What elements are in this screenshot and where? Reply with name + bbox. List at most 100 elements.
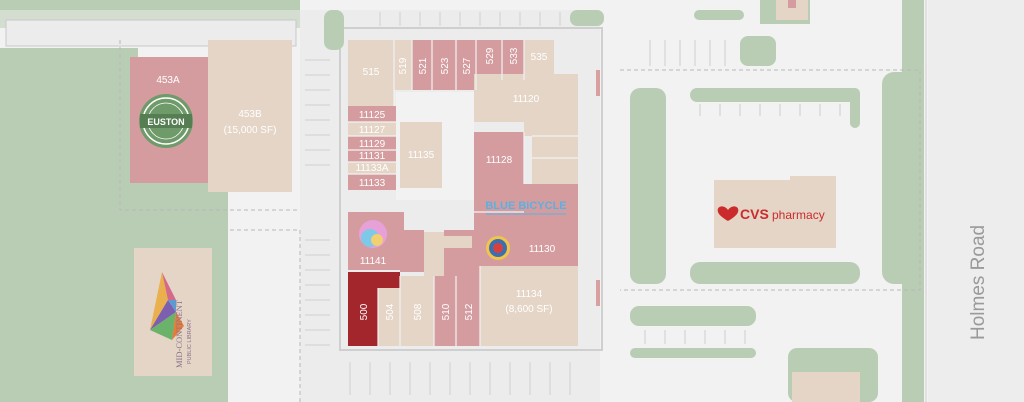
plaza-outline	[339, 27, 603, 351]
unit-521-label: 521	[418, 57, 429, 74]
unit-11127-label: 11127	[359, 125, 386, 136]
unit-11133a-label: 11133A	[356, 163, 389, 174]
unit-519[interactable]	[394, 40, 412, 90]
unit-535-label: 535	[531, 52, 548, 63]
holmes-road-label: Holmes Road	[968, 225, 989, 340]
unit-11127[interactable]	[348, 122, 396, 136]
cvs-logo-text: CVS	[740, 206, 769, 222]
heart-icon	[717, 206, 739, 221]
unit-521[interactable]	[412, 40, 432, 90]
unit-504-label: 504	[385, 303, 396, 320]
median-4	[690, 88, 860, 102]
euston-seal-icon	[139, 94, 193, 148]
unit-11135-label: 11135	[408, 150, 435, 161]
unit-510[interactable]	[434, 276, 456, 346]
euston-logo-text: EUSTON	[147, 117, 184, 127]
unit-11134-sf: (8,600 SF)	[505, 304, 552, 315]
cvs-building[interactable]	[714, 176, 836, 248]
unit-527[interactable]	[456, 40, 476, 90]
unit-519-label: 519	[398, 57, 409, 74]
unit-453b-label: 453B	[238, 109, 262, 120]
parking-south	[330, 355, 600, 402]
unit-527-label: 527	[462, 57, 473, 74]
unit-11125[interactable]	[348, 106, 396, 122]
unit-535[interactable]	[524, 40, 554, 74]
unit-453a-label: 453A	[156, 75, 180, 86]
unit-510-label: 510	[441, 303, 452, 320]
unit-east-small-3[interactable]	[532, 158, 578, 184]
median-7	[690, 262, 860, 284]
unit-11129-label: 11129	[359, 139, 386, 150]
unit-11133a[interactable]	[348, 162, 396, 174]
unit-515-label: 515	[363, 67, 380, 78]
cvs-pharmacy-text: pharmacy	[772, 208, 825, 222]
building-northeast[interactable]	[776, 0, 808, 20]
parking-lines-top	[379, 12, 561, 26]
median-13	[694, 10, 744, 20]
unit-11133-label: 11133	[359, 178, 386, 189]
unit-508-label: 508	[413, 303, 424, 320]
unit-11131-label: 11131	[359, 151, 386, 162]
unit-11134-label: 11134	[516, 289, 543, 300]
unit-dividers-west	[348, 121, 396, 175]
unit-529-label: 529	[485, 47, 496, 64]
road-shoulder-green	[902, 0, 924, 402]
unit-11133[interactable]	[348, 174, 396, 190]
unit-512[interactable]	[456, 276, 480, 346]
holmes-road	[928, 0, 1024, 402]
unit-533-label: 533	[509, 47, 520, 64]
unit-500-top[interactable]	[348, 272, 400, 288]
unit-11125-label: 11125	[359, 110, 386, 121]
unit-508[interactable]	[400, 276, 434, 346]
unit-11129[interactable]	[348, 136, 396, 150]
unit-11131[interactable]	[348, 150, 396, 162]
property-boundary	[119, 40, 921, 402]
unit-512-label: 512	[464, 303, 475, 320]
unit-11130[interactable]	[444, 230, 578, 276]
parking-lines-south	[349, 362, 571, 395]
median-2	[570, 10, 604, 26]
parking-lines-east	[644, 40, 841, 344]
unit-515[interactable]	[348, 40, 394, 106]
library-name-line1: MID-CONTINENT	[174, 299, 184, 368]
unit-dividers-north	[393, 40, 525, 106]
unit-11141-label: 11141	[360, 256, 387, 267]
unit-dividers-east	[474, 132, 578, 213]
median-3	[630, 88, 666, 284]
unit-hallway	[436, 236, 472, 248]
blue-bicycle-logo: BLUE BICYCLE	[485, 200, 566, 212]
median-8	[630, 306, 756, 326]
unit-11120-label: 11120	[513, 94, 540, 105]
unit-523-label: 523	[440, 57, 451, 74]
curb-marker-2	[596, 280, 600, 306]
unit-dividers-south	[377, 266, 481, 346]
unit-11120[interactable]	[474, 74, 578, 122]
median-9	[630, 348, 756, 358]
building-northeast-marker	[788, 0, 796, 8]
building-southeast[interactable]	[792, 372, 860, 402]
unit-523[interactable]	[432, 40, 456, 90]
green-strip-north	[0, 0, 300, 10]
unit-blue-bicycle[interactable]	[474, 184, 578, 230]
median-11	[740, 36, 776, 66]
unit-11135[interactable]	[400, 122, 442, 188]
unit-453b[interactable]	[208, 40, 292, 192]
median-5	[850, 88, 860, 128]
unit-504[interactable]	[378, 288, 400, 346]
unit-east-small-2[interactable]	[532, 136, 578, 158]
curb-marker-1	[596, 70, 600, 96]
seal-logo-icon	[486, 236, 510, 260]
unit-11128-label: 11128	[486, 155, 513, 166]
unit-11130-label: 11130	[529, 244, 556, 255]
unit-529[interactable]	[476, 40, 502, 80]
unit-453b-sf: (15,000 SF)	[224, 125, 277, 136]
unit-533[interactable]	[502, 40, 524, 80]
parking-lines-center	[305, 59, 330, 346]
unit-east-small-1[interactable]	[524, 122, 578, 136]
tenant-logo-icon	[359, 220, 387, 248]
median-1	[324, 10, 344, 50]
unit-500-label: 500	[359, 303, 370, 320]
green-area-west	[0, 48, 138, 402]
unit-11134[interactable]	[480, 266, 578, 346]
